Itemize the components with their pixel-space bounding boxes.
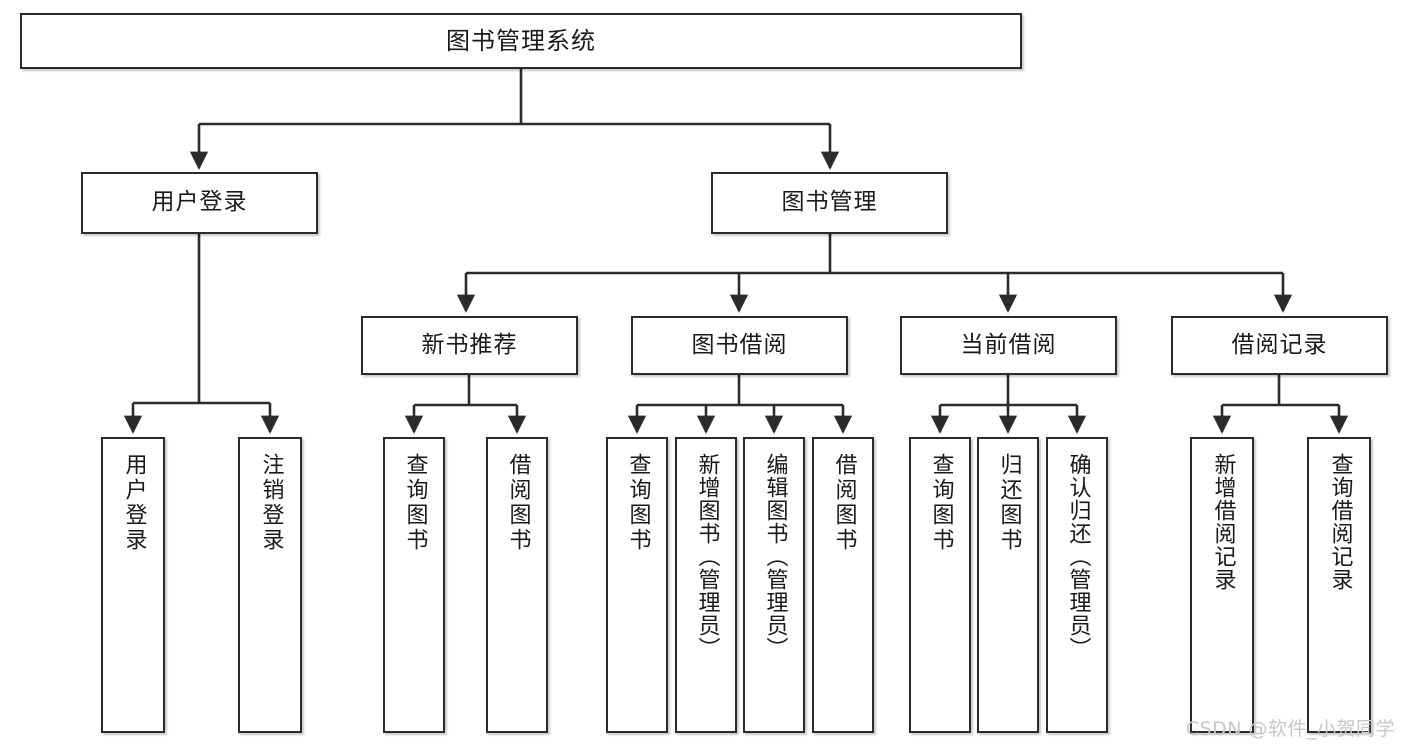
node-leaf-edit-book-label: 编辑图书（管理员） xyxy=(762,453,788,660)
node-leaf-logout-login[interactable]: 注销登录 xyxy=(238,437,302,733)
node-book-manage-label: 图书管理 xyxy=(781,189,878,216)
node-book-borrow[interactable]: 图书借阅 xyxy=(631,316,848,375)
node-leaf-return-book[interactable]: 归还图书 xyxy=(977,437,1039,733)
node-leaf-query-book-3[interactable]: 查询图书 xyxy=(909,437,971,733)
node-new-book-recommend[interactable]: 新书推荐 xyxy=(361,316,578,375)
watermark-text: CSDN @软件_小贺同学 xyxy=(1185,718,1395,740)
node-book-borrow-label: 图书借阅 xyxy=(691,331,788,358)
node-leaf-borrow-book-2-label: 借阅图书 xyxy=(831,453,857,553)
node-new-book-recommend-label: 新书推荐 xyxy=(421,331,518,358)
node-borrow-record[interactable]: 借阅记录 xyxy=(1171,316,1388,375)
node-leaf-user-login-label: 用户登录 xyxy=(121,453,147,553)
node-borrow-record-label: 借阅记录 xyxy=(1231,331,1328,358)
node-leaf-query-record-label: 查询借阅记录 xyxy=(1327,453,1353,591)
node-leaf-edit-book[interactable]: 编辑图书（管理员） xyxy=(743,437,805,733)
node-leaf-add-book-label: 新增图书（管理员） xyxy=(694,453,720,660)
node-leaf-add-record-label: 新增借阅记录 xyxy=(1210,453,1236,591)
node-leaf-add-book[interactable]: 新增图书（管理员） xyxy=(675,437,737,733)
node-leaf-confirm-return[interactable]: 确认归还（管理员） xyxy=(1046,437,1108,733)
node-current-borrow[interactable]: 当前借阅 xyxy=(900,316,1117,375)
node-user-login-label: 用户登录 xyxy=(151,189,248,216)
node-leaf-query-record[interactable]: 查询借阅记录 xyxy=(1307,437,1371,733)
node-leaf-query-book-2[interactable]: 查询图书 xyxy=(606,437,668,733)
node-leaf-query-book-1[interactable]: 查询图书 xyxy=(383,437,445,733)
node-root[interactable]: 图书管理系统 xyxy=(20,13,1022,69)
node-user-login[interactable]: 用户登录 xyxy=(81,172,318,234)
node-leaf-query-book-3-label: 查询图书 xyxy=(928,453,954,553)
node-leaf-borrow-book-1[interactable]: 借阅图书 xyxy=(486,437,548,733)
node-leaf-query-book-2-label: 查询图书 xyxy=(625,453,651,553)
node-leaf-borrow-book-1-label: 借阅图书 xyxy=(505,453,531,553)
node-leaf-return-book-label: 归还图书 xyxy=(996,453,1022,553)
node-current-borrow-label: 当前借阅 xyxy=(960,331,1057,358)
node-leaf-borrow-book-2[interactable]: 借阅图书 xyxy=(812,437,874,733)
node-leaf-confirm-return-label: 确认归还（管理员） xyxy=(1065,453,1091,660)
node-book-manage[interactable]: 图书管理 xyxy=(711,172,948,234)
node-leaf-logout-login-label: 注销登录 xyxy=(258,453,284,553)
node-leaf-add-record[interactable]: 新增借阅记录 xyxy=(1190,437,1254,733)
node-root-label: 图书管理系统 xyxy=(446,26,596,55)
node-leaf-user-login[interactable]: 用户登录 xyxy=(101,437,165,733)
node-leaf-query-book-1-label: 查询图书 xyxy=(402,453,428,553)
